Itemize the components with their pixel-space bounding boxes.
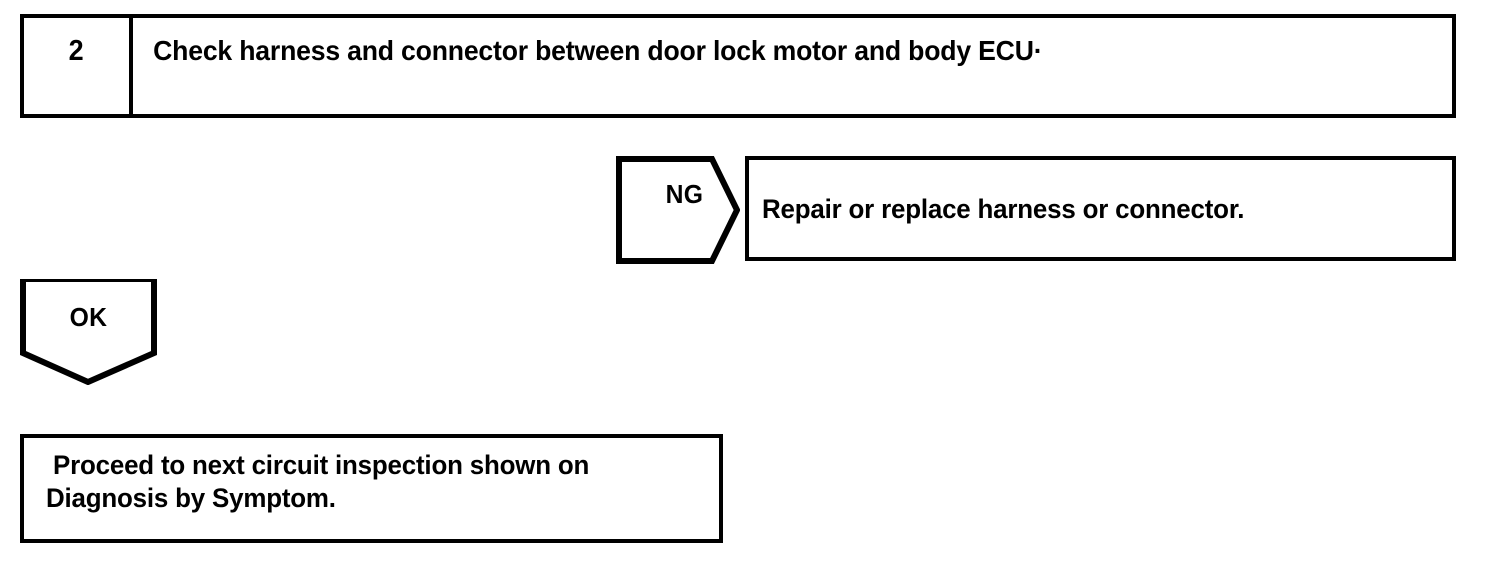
proceed-box: Proceed to next circuit inspection shown… (20, 434, 723, 543)
ok-arrow: OK (20, 276, 157, 386)
step-instruction-text: Check harness and connector between door… (153, 35, 1043, 66)
repair-box: Repair or replace harness or connector. (745, 156, 1456, 261)
repair-text: Repair or replace harness or connector. (762, 194, 1245, 224)
ok-label: OK (69, 301, 108, 332)
proceed-text-line1: Proceed to next circuit inspection shown… (53, 450, 590, 480)
step-number: 2 (68, 35, 84, 67)
proceed-text-line2: Diagnosis by Symptom. (46, 483, 336, 513)
step-number-cell: 2 (24, 18, 133, 114)
ng-arrow-icon (616, 156, 741, 264)
step-box: 2 Check harness and connector between do… (20, 14, 1456, 118)
ng-arrow: NG (616, 156, 741, 264)
ok-arrow-icon (20, 276, 157, 386)
step-instruction-cell: Check harness and connector between door… (137, 18, 1452, 114)
ng-label: NG (665, 178, 704, 209)
